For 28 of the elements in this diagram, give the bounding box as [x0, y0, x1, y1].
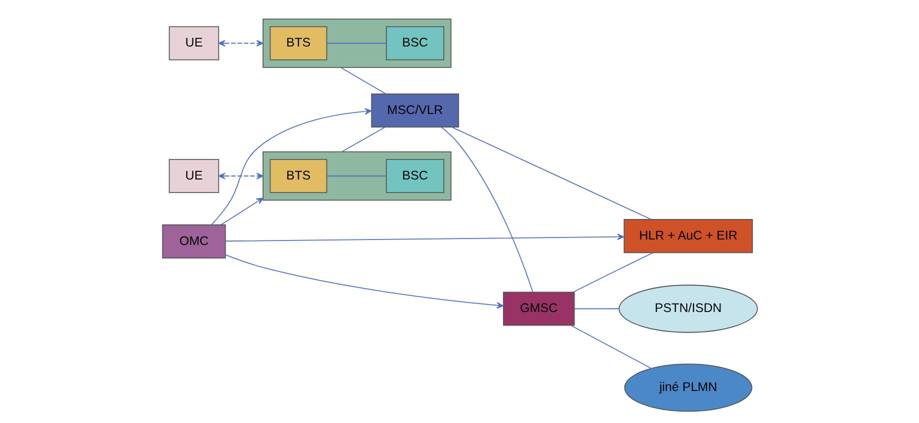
- arrow: [218, 40, 263, 47]
- node-box: GMSC: [502, 292, 574, 326]
- connector: [340, 67, 386, 94]
- node-box: BSC: [385, 26, 444, 60]
- node-box: UE: [168, 158, 219, 194]
- node-box: HLR + AuC + EIR: [623, 219, 752, 254]
- connector: [570, 325, 652, 369]
- connector: [573, 308, 619, 310]
- arrow: [224, 254, 504, 309]
- node-box: UE: [168, 26, 219, 60]
- arrow: [218, 172, 263, 180]
- node-ellipse: jiné PLMN: [624, 364, 752, 412]
- connector: [326, 42, 386, 44]
- connector: [340, 126, 385, 152]
- connector: [440, 126, 533, 293]
- node-ellipse: PSTN/ISDN: [618, 284, 758, 333]
- cluster: [262, 151, 451, 201]
- node-box: OMC: [162, 224, 226, 259]
- node-box: MSC/VLR: [370, 93, 459, 128]
- connector: [451, 126, 652, 220]
- cluster: [262, 18, 451, 68]
- node-box: BTS: [269, 158, 327, 194]
- node-box: BTS: [269, 26, 327, 60]
- connector: [572, 252, 653, 292]
- node-box: BSC: [385, 158, 444, 194]
- arrow: [210, 108, 372, 226]
- arrow: [224, 234, 624, 242]
- arrow: [220, 198, 263, 226]
